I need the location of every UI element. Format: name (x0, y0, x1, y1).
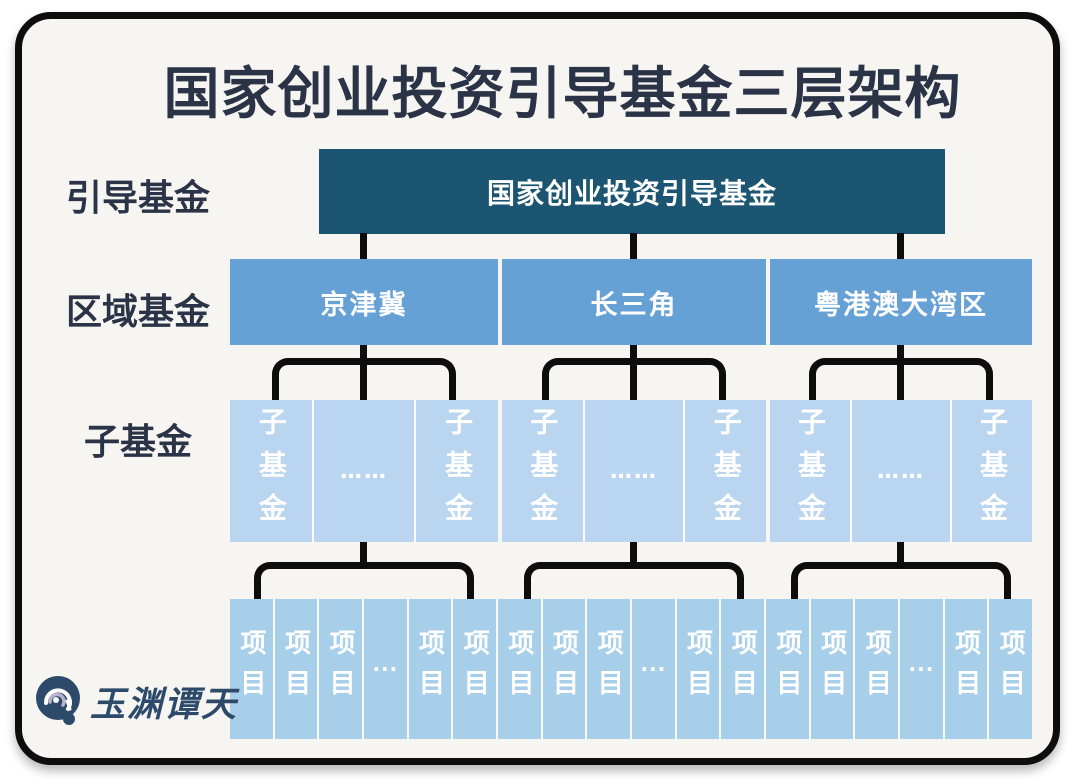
subfund-cell: 子基金 (230, 400, 312, 542)
project-label: 项目 (727, 629, 758, 709)
guide-fund-box-label: 国家创业投资引导基金 (486, 176, 777, 210)
project-label: 项目 (280, 629, 311, 709)
subfund-cell: 子基金 (770, 400, 850, 542)
page-title: 国家创业投资引导基金三层架构 (163, 62, 962, 127)
subfund-label: 子基金 (976, 406, 1010, 536)
connector-stem (360, 345, 367, 400)
subfund-label: 子基金 (254, 406, 288, 536)
project-ellipsis-cell: ··· (632, 599, 675, 739)
subfund-label: 子基金 (441, 406, 475, 536)
projects-strip: 项目 项目 项目 ··· 项目 项目 项目 项目 项目 ··· 项目 项目 项目… (230, 599, 1033, 739)
regional-fund-box-changsanjiao: 长三角 (502, 259, 766, 345)
project-cell: 项目 (989, 599, 1033, 739)
project-label: 项目 (325, 629, 356, 709)
connector-stem (897, 345, 904, 400)
project-label: 项目 (995, 629, 1026, 709)
project-cell: 项目 (319, 599, 363, 739)
infographic-card: 国家创业投资引导基金三层架构 引导基金 区域基金 子基金 国家创业投资引导基金 … (15, 12, 1060, 765)
project-label: 项目 (503, 629, 534, 709)
project-label: 项目 (593, 629, 624, 709)
project-cell: 项目 (587, 599, 631, 739)
side-label-regional-fund: 区域基金 (65, 292, 210, 333)
connector-stem (897, 542, 904, 569)
connector-stem (360, 542, 367, 569)
project-cell: 项目 (498, 599, 541, 739)
subfund-panel: 子基金 …… 子基金 (770, 400, 1033, 542)
connector-stem (630, 345, 637, 400)
project-cell: 项目 (408, 599, 452, 739)
ellipsis: …… (877, 458, 925, 484)
brand-logo: 玉渊谭天 (36, 675, 238, 727)
project-cell: 项目 (766, 599, 809, 739)
project-cell: 项目 (453, 599, 497, 739)
project-cell: 项目 (676, 599, 720, 739)
ellipsis: …… (609, 458, 658, 484)
yuyuan-tantian-logo-icon (36, 676, 80, 725)
connector-stem (630, 542, 637, 569)
regional-fund-label: 京津冀 (320, 289, 408, 321)
project-label: 项目 (861, 629, 892, 709)
regional-fund-label: 粤港澳大湾区 (814, 289, 988, 321)
connector-bracket (272, 358, 456, 407)
subfund-label: 子基金 (793, 406, 827, 536)
side-label-guide-fund: 引导基金 (65, 178, 210, 219)
ellipsis: …… (340, 458, 388, 484)
subfund-ellipsis-cell: …… (851, 400, 951, 542)
project-label: 项目 (548, 629, 579, 709)
project-label: 项目 (771, 629, 802, 709)
guide-fund-box: 国家创业投资引导基金 (319, 149, 945, 234)
subfund-ellipsis-cell: …… (313, 400, 415, 542)
connector-stem (897, 233, 904, 260)
ellipsis: ··· (372, 657, 399, 681)
regional-fund-box-jingjinji: 京津冀 (230, 259, 498, 345)
project-label: 项目 (950, 629, 981, 709)
connector-bracket (254, 562, 474, 606)
brand-logo-text: 玉渊谭天 (90, 683, 239, 725)
project-cell: 项目 (721, 599, 765, 739)
side-label-sub-fund: 子基金 (83, 422, 192, 463)
project-label: 项目 (816, 629, 847, 709)
project-label: 项目 (414, 629, 445, 709)
connector-bracket (542, 358, 726, 407)
subfund-label: 子基金 (526, 406, 560, 536)
project-ellipsis-cell: ··· (900, 599, 943, 739)
subfund-cell: 子基金 (685, 400, 766, 542)
project-label: 项目 (682, 629, 713, 709)
project-cell: 项目 (944, 599, 988, 739)
subfund-panel: 子基金 …… 子基金 (230, 400, 498, 542)
connector-bracket (809, 358, 993, 407)
subfund-ellipsis-cell: …… (584, 400, 684, 542)
connector-stem (360, 233, 367, 260)
project-cell: 项目 (855, 599, 899, 739)
project-cell: 项目 (542, 599, 586, 739)
project-cell: 项目 (230, 599, 273, 739)
ellipsis: ··· (908, 657, 935, 681)
ellipsis: ··· (640, 657, 667, 681)
connector-stem (630, 233, 637, 260)
project-cell: 项目 (274, 599, 318, 739)
subfund-cell: 子基金 (952, 400, 1033, 542)
connector-bracket (791, 562, 1011, 606)
project-label: 项目 (235, 629, 266, 709)
project-label: 项目 (459, 629, 490, 709)
subfund-label: 子基金 (709, 406, 743, 536)
subfund-cell: 子基金 (502, 400, 583, 542)
subfund-cell: 子基金 (416, 400, 498, 542)
project-cell: 项目 (810, 599, 854, 739)
regional-fund-label: 长三角 (590, 289, 678, 321)
subfund-panel: 子基金 …… 子基金 (502, 400, 766, 542)
connector-bracket (524, 562, 744, 606)
project-ellipsis-cell: ··· (364, 599, 407, 739)
regional-fund-box-greater-bay: 粤港澳大湾区 (770, 259, 1032, 345)
